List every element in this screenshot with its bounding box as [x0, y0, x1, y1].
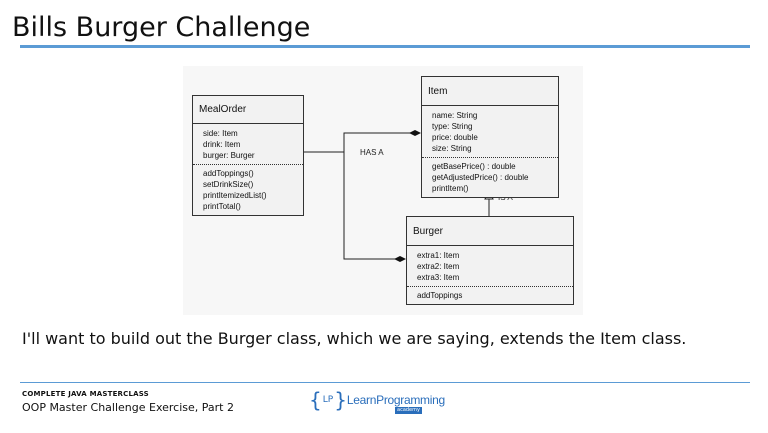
composition-diamond-burger: [394, 256, 406, 262]
class-operations: addToppings() setDrinkSize() printItemiz…: [193, 165, 303, 215]
class-operations: getBasePrice() : double getAdjustedPrice…: [422, 158, 558, 197]
learnprogramming-logo: { LP } LearnProgramming academy: [309, 388, 445, 414]
title-underline: [20, 45, 750, 48]
attribute: size: String: [432, 144, 472, 153]
class-attributes: name: String type: String price: double …: [422, 106, 558, 158]
composition-diamond-item: [409, 130, 421, 136]
class-name: Item: [422, 77, 558, 106]
class-attributes: side: Item drink: Item burger: Burger: [193, 124, 303, 165]
has-a-connector-burger: [343, 152, 398, 260]
class-item: Item name: String type: String price: do…: [421, 76, 559, 198]
class-operations: addToppings: [407, 287, 573, 304]
course-label: COMPLETE JAVA MASTERCLASS: [22, 390, 149, 398]
class-name: Burger: [407, 217, 573, 246]
class-burger: Burger extra1: Item extra2: Item extra3:…: [406, 216, 574, 305]
operation: getAdjustedPrice() : double: [432, 173, 529, 182]
has-a-label: HAS A: [360, 148, 384, 157]
attribute: type: String: [432, 122, 473, 131]
attribute: extra1: Item: [417, 251, 460, 260]
logo-academy-badge: academy: [395, 407, 422, 414]
attribute: side: Item: [203, 129, 238, 138]
attribute: drink: Item: [203, 140, 241, 149]
logo-lp: LP: [322, 395, 334, 405]
logo-wordmark: LearnProgramming: [346, 393, 445, 407]
slide-caption: I'll want to build out the Burger class,…: [22, 329, 687, 348]
operation: printItem(): [432, 184, 469, 193]
operation: printTotal(): [203, 202, 241, 211]
operation: addToppings: [417, 291, 463, 300]
operation: addToppings(): [203, 169, 254, 178]
attribute: price: double: [432, 133, 478, 142]
lecture-label: OOP Master Challenge Exercise, Part 2: [22, 401, 234, 414]
class-attributes: extra1: Item extra2: Item extra3: Item: [407, 246, 573, 287]
slide-title: Bills Burger Challenge: [12, 12, 311, 43]
operation: printItemizedList(): [203, 191, 267, 200]
footer-divider: [20, 382, 750, 383]
operation: getBasePrice() : double: [432, 162, 516, 171]
attribute: burger: Burger: [203, 151, 255, 160]
attribute: name: String: [432, 111, 478, 120]
class-mealorder: MealOrder side: Item drink: Item burger:…: [192, 95, 304, 216]
class-name: MealOrder: [193, 96, 303, 124]
logo-brace-open: {: [309, 388, 322, 412]
attribute: extra3: Item: [417, 273, 460, 282]
operation: setDrinkSize(): [203, 180, 254, 189]
attribute: extra2: Item: [417, 262, 460, 271]
has-a-connector-item: [303, 132, 413, 153]
logo-brace-close: }: [334, 388, 347, 412]
